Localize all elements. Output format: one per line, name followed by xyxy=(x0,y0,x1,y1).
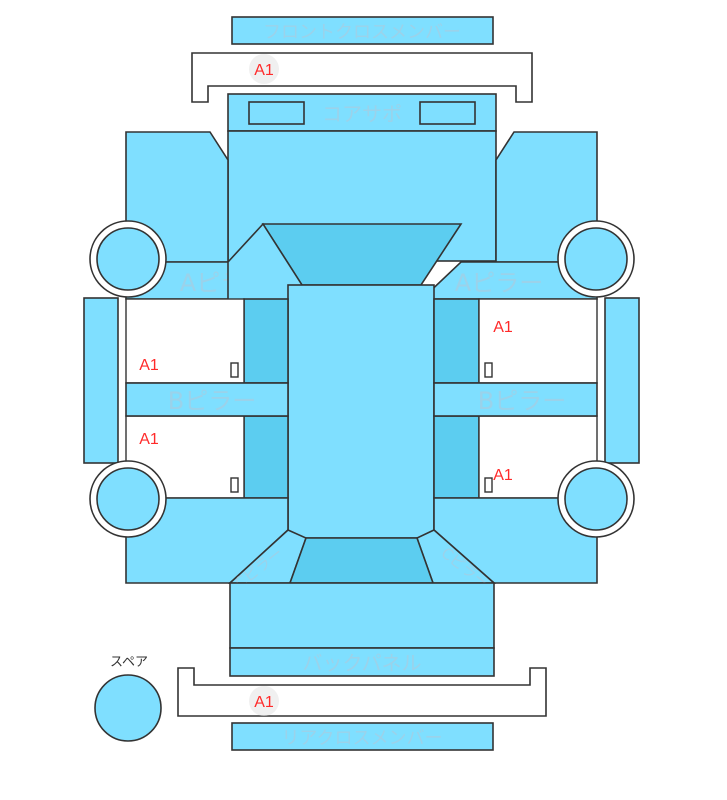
right-rear-door-damage-code: A1 xyxy=(493,467,513,484)
core-support-right-slot xyxy=(419,101,476,125)
left-rocker-panel[interactable] xyxy=(83,297,119,464)
spare-tire[interactable] xyxy=(94,674,162,742)
right-rear-door-handle xyxy=(484,477,493,493)
front-cross-member-damage-marker xyxy=(249,54,279,84)
left-roof-rail-front xyxy=(243,298,289,384)
rear-cross-member-damage-code: A1 xyxy=(254,694,274,711)
left-rear-door-damage-code: A1 xyxy=(139,431,159,448)
b-pillar-left[interactable] xyxy=(125,382,289,417)
core-support-left-slot xyxy=(248,101,305,125)
front-cross-member-label: フロントクロスメンバー xyxy=(263,22,461,43)
spare-label: スペア xyxy=(110,655,148,670)
a-pillar-right-label: Aピラー xyxy=(455,269,543,297)
front-cross-member[interactable] xyxy=(231,16,494,45)
rear-cross-member-label: リアクロスメンバー xyxy=(281,728,442,749)
left-front-door-handle xyxy=(230,362,239,378)
core-support-label: コアサポ xyxy=(322,102,402,126)
left-roof-rail-rear xyxy=(243,415,289,499)
right-front-door[interactable] xyxy=(478,298,598,384)
right-rocker-panel[interactable] xyxy=(604,297,640,464)
b-pillar-right-label: Bピラー xyxy=(478,387,566,415)
wheel-rear-left[interactable] xyxy=(89,460,167,538)
back-panel-label: バックパネル xyxy=(303,651,422,675)
right-front-door-damage-code: A1 xyxy=(493,319,513,336)
trunk-lid[interactable] xyxy=(229,582,495,649)
b-pillar-right[interactable] xyxy=(433,382,598,417)
right-roof-rail-rear xyxy=(433,415,480,499)
front-cross-member-damage-code: A1 xyxy=(254,62,274,79)
right-front-door-handle xyxy=(484,362,493,378)
rear-cross-member[interactable] xyxy=(231,722,494,751)
wheel-front-right[interactable] xyxy=(557,220,635,298)
left-front-door-damage-code: A1 xyxy=(139,357,159,374)
back-panel[interactable] xyxy=(229,647,495,677)
rear-window[interactable] xyxy=(288,537,435,584)
wheel-rear-right[interactable] xyxy=(557,460,635,538)
wheel-front-left[interactable] xyxy=(89,220,167,298)
rear-cross-member-damage-marker xyxy=(249,686,279,716)
roof-panel[interactable] xyxy=(287,284,435,539)
b-pillar-left-label: Bピラー xyxy=(168,387,256,415)
right-roof-rail-front xyxy=(433,298,480,384)
left-rear-door-handle xyxy=(230,477,239,493)
